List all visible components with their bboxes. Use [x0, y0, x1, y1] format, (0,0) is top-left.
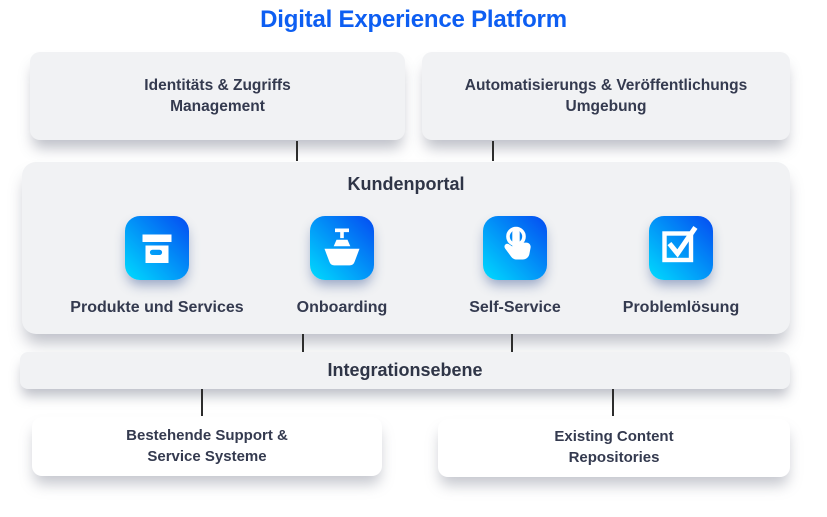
connector-line-portal-integration-left: [302, 334, 304, 352]
existing-content-repositories-box: Existing Content Repositories: [438, 419, 790, 477]
ship-icon: [324, 228, 360, 266]
portal-item-label: Produkte und Services: [70, 299, 244, 316]
automation-publishing-box: Automatisierungs & Veröffentlichungs Umg…: [422, 52, 790, 140]
integration-layer-heading: Integrationsebene: [327, 360, 483, 380]
identity-access-management-box: Identitäts & Zugriffs Management: [30, 52, 405, 140]
portal-item-self-service: Self-Service: [425, 216, 605, 317]
existing-support-systems-box: Bestehende Support & Service Systeme: [32, 417, 382, 476]
portal-item-problemloesung: Problemlösung: [591, 216, 771, 317]
content-box-line2: Repositories: [568, 449, 660, 466]
portal-item-produkte-und-services: Produkte und Services: [67, 216, 247, 317]
checkbox-check-icon: [662, 226, 698, 263]
portal-item-label: Onboarding: [296, 299, 388, 316]
connector-line-portal-integration-right: [511, 334, 513, 352]
content-box-line1: Existing Content: [554, 428, 674, 446]
connector-line-integration-content: [612, 389, 614, 416]
kundenportal-box: Kundenportal Produkte und Services Onboa…: [22, 162, 790, 334]
identity-box-line1: Identitäts & Zugriffs: [144, 76, 291, 94]
support-box-line2: Service Systeme: [147, 447, 267, 465]
portal-item-label: Problemlösung: [622, 299, 740, 316]
connector-line-automation-portal: [492, 141, 494, 161]
tap-gesture-icon: [504, 226, 531, 260]
connector-line-integration-support: [201, 389, 203, 416]
kundenportal-heading: Kundenportal: [347, 174, 465, 194]
identity-box-line2: Management: [170, 98, 265, 115]
page-title: Digital Experience Platform: [260, 6, 567, 33]
integration-layer-bar: Integrationsebene: [20, 352, 790, 389]
self-service-icon-tile: [483, 216, 547, 280]
produkte-icon-tile: [125, 216, 189, 280]
problemloesung-icon-tile: [649, 216, 713, 280]
support-box-line1: Bestehende Support &: [126, 426, 288, 444]
automation-box-line1: Automatisierungs & Veröffentlichungs: [464, 76, 748, 94]
portal-item-label: Self-Service: [469, 299, 561, 316]
automation-box-line2: Umgebung: [565, 98, 647, 115]
onboarding-icon-tile: [310, 216, 374, 280]
archive-box-icon: [142, 234, 172, 263]
connector-line-identity-portal: [296, 141, 298, 161]
portal-item-onboarding: Onboarding: [252, 216, 432, 317]
